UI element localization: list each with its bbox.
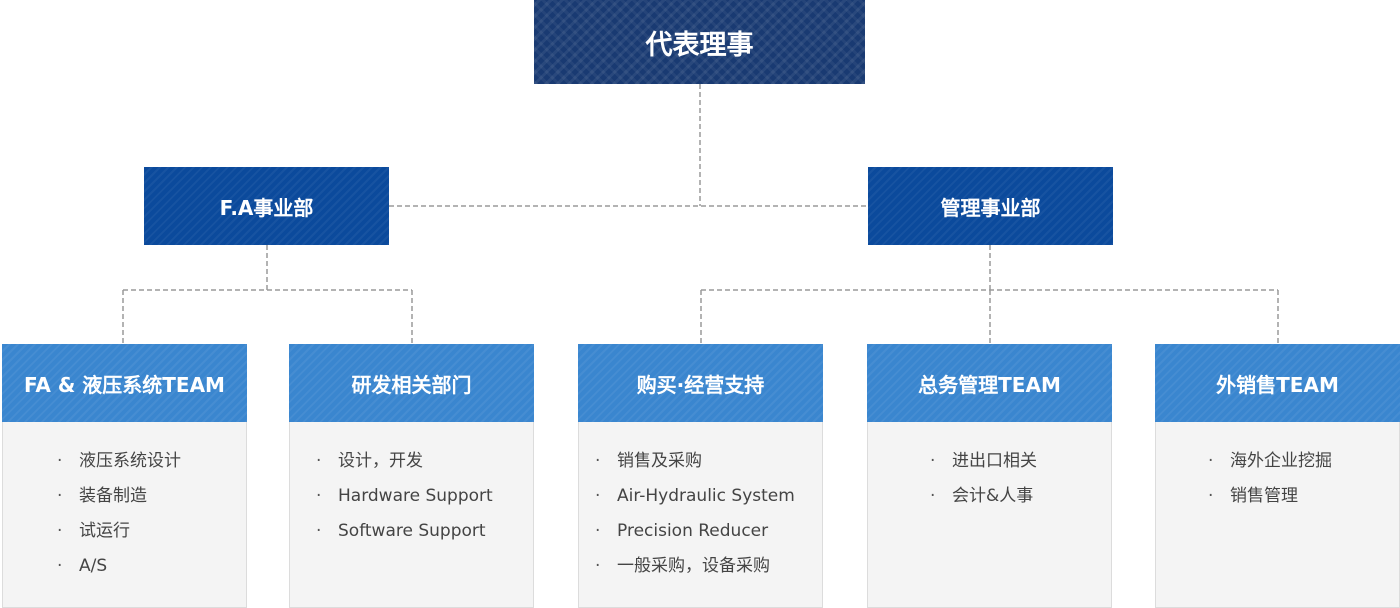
division-management-box: 管理事业部 (868, 167, 1113, 245)
duty-item: 液压系统设计 (57, 444, 246, 479)
division-fa-box: F.A事业部 (144, 167, 389, 245)
team-header: 总务管理TEAM (867, 344, 1112, 422)
team-header: 购买·经营支持 (578, 344, 823, 422)
duty-item: 会计&人事 (930, 479, 1111, 514)
team-fa-hydraulic: FA & 液压系统TEAM 液压系统设计 装备制造 试运行 A/S (2, 344, 247, 608)
team-title: 购买·经营支持 (636, 372, 765, 397)
team-general-affairs: 总务管理TEAM 进出口相关 会计&人事 (867, 344, 1112, 608)
team-duties: 设计，开发 Hardware Support Software Support (289, 422, 534, 608)
duty-list: 设计，开发 Hardware Support Software Support (290, 444, 533, 549)
team-title: 外销售TEAM (1216, 372, 1339, 397)
duty-list: 进出口相关 会计&人事 (868, 444, 1111, 514)
duty-item: A/S (57, 549, 246, 584)
duty-item: Precision Reducer (595, 514, 822, 549)
duty-item: 销售及采购 (595, 444, 822, 479)
division-management-label: 管理事业部 (940, 195, 1041, 220)
duty-list: 液压系统设计 装备制造 试运行 A/S (3, 444, 246, 584)
team-header: 研发相关部门 (289, 344, 534, 422)
ceo-label: 代表理事 (645, 29, 754, 61)
team-duties: 销售及采购 Air-Hydraulic System Precision Red… (578, 422, 823, 608)
team-title: FA & 液压系统TEAM (24, 372, 225, 397)
duty-item: 试运行 (57, 514, 246, 549)
duty-item: 设计，开发 (316, 444, 533, 479)
ceo-box: 代表理事 (534, 0, 865, 84)
duty-item: Air-Hydraulic System (595, 479, 822, 514)
division-fa-label: F.A事业部 (219, 195, 314, 220)
duty-item: Hardware Support (316, 479, 533, 514)
team-rnd: 研发相关部门 设计，开发 Hardware Support Software S… (289, 344, 534, 608)
duty-item: 一般采购，设备采购 (595, 549, 822, 584)
team-header: 外销售TEAM (1155, 344, 1400, 422)
duty-item: Software Support (316, 514, 533, 549)
duty-item: 海外企业挖掘 (1208, 444, 1399, 479)
duty-list: 海外企业挖掘 销售管理 (1156, 444, 1399, 514)
team-title: 总务管理TEAM (918, 372, 1061, 397)
team-title: 研发相关部门 (351, 372, 472, 397)
team-duties: 进出口相关 会计&人事 (867, 422, 1112, 608)
team-purchase-support: 购买·经营支持 销售及采购 Air-Hydraulic System Preci… (578, 344, 823, 608)
duty-item: 销售管理 (1208, 479, 1399, 514)
team-duties: 液压系统设计 装备制造 试运行 A/S (2, 422, 247, 608)
duty-item: 进出口相关 (930, 444, 1111, 479)
duty-item: 装备制造 (57, 479, 246, 514)
team-header: FA & 液压系统TEAM (2, 344, 247, 422)
duty-list: 销售及采购 Air-Hydraulic System Precision Red… (579, 444, 822, 584)
team-duties: 海外企业挖掘 销售管理 (1155, 422, 1400, 608)
team-overseas-sales: 外销售TEAM 海外企业挖掘 销售管理 (1155, 344, 1400, 608)
